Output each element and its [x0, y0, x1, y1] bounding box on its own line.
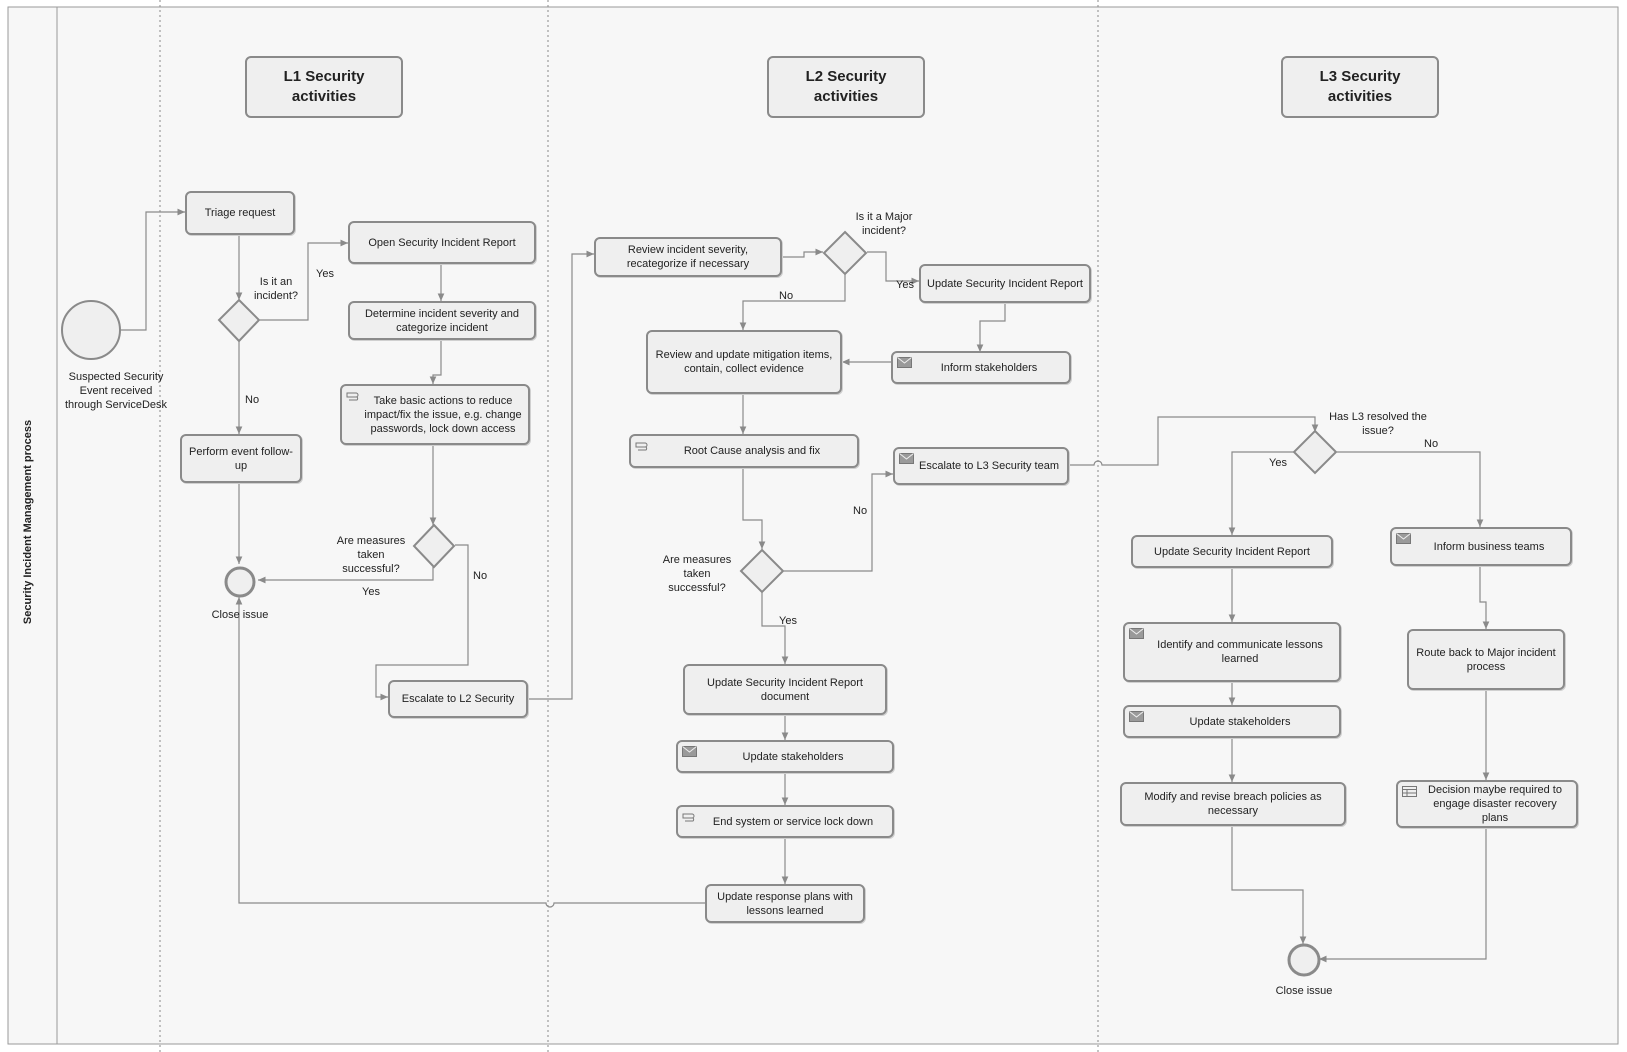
flow-label-yes-incident: Yes: [316, 268, 334, 280]
pool-title: Security Incident Management process: [22, 419, 34, 625]
task-review-update-mitigation[interactable]: Review and update mitigation items, cont…: [646, 330, 842, 394]
task-update-stakeholders-l3-label: Update stakeholders: [1189, 715, 1291, 728]
flow-label-no-measures-l1: No: [473, 570, 488, 582]
flow-no-to-inform-business: [1337, 451, 1484, 527]
task-take-basic-actions-label: Take basic actions to reduce impact/fix …: [364, 394, 522, 435]
flow-label-no-incident: No: [245, 394, 260, 406]
end-event-l3[interactable]: [1287, 943, 1321, 977]
task-root-cause-analysis[interactable]: Root Cause analysis and fix: [629, 434, 859, 468]
task-end-system-lock-down-label: End system or service lock down: [712, 815, 874, 828]
flow-label-no-l3: No: [1424, 438, 1439, 450]
task-end-system-lock-down[interactable]: End system or service lock down: [676, 805, 894, 838]
task-inform-business-teams-label: Inform business teams: [1433, 540, 1545, 553]
task-escalate-to-l3-security[interactable]: Escalate to L3 Security team: [893, 447, 1069, 485]
flow-determine-to-actions: [429, 340, 442, 384]
flow-modify-to-close: [1231, 826, 1307, 944]
task-root-cause-analysis-label: Root Cause analysis and fix: [683, 445, 821, 457]
flow-label-yes-major: Yes: [896, 279, 914, 291]
gateway-is-incident-label: Is it an incident?: [253, 276, 299, 302]
flow-yes-to-update-doc: [761, 592, 789, 664]
lane-header-l1: L1 Security activities: [245, 56, 403, 118]
task-decision-disaster-recovery[interactable]: Decision maybe required to engage disast…: [1396, 780, 1578, 828]
task-update-security-incident-report-l3[interactable]: Update Security Incident Report: [1131, 535, 1333, 568]
task-determine-incident-severity[interactable]: Determine incident severity and categori…: [348, 301, 536, 340]
flow-label-yes-measures-l2: Yes: [779, 615, 797, 627]
gateway-measures-l2[interactable]: [739, 548, 785, 594]
task-identify-lessons-learned-label: Identify and communicate lessons learned: [1157, 639, 1323, 665]
task-inform-stakeholders-label: Inform stakeholders: [940, 361, 1038, 374]
task-modify-breach-policies[interactable]: Modify and revise breach policies as nec…: [1120, 782, 1346, 826]
gateway-measures-l2-label: Are measures taken successful?: [662, 554, 732, 594]
task-inform-business-teams[interactable]: Inform business teams: [1390, 527, 1572, 566]
task-update-stakeholders-l2-label: Update stakeholders: [742, 750, 844, 763]
flow-update-to-inform: [976, 303, 1006, 352]
task-open-security-incident-report[interactable]: Open Security Incident Report: [348, 221, 536, 264]
flow-decision-to-close: [1319, 828, 1487, 963]
flow-root-cause-to-gateway: [742, 467, 766, 549]
task-identify-lessons-learned[interactable]: Identify and communicate lessons learned: [1123, 622, 1341, 682]
end-event-l1[interactable]: [224, 566, 256, 598]
flow-review-to-major-gateway: [780, 248, 823, 258]
flow-label-no-measures-l2: No: [853, 505, 868, 517]
envelope-icon: [682, 746, 697, 757]
flow-no-to-review-mitigation: [739, 274, 846, 330]
flow-no-to-escalate-l3: [784, 470, 893, 572]
envelope-icon: [1129, 628, 1144, 639]
task-update-stakeholders-l2[interactable]: Update stakeholders: [676, 740, 894, 773]
task-route-back-major-incident[interactable]: Route back to Major incident process: [1407, 629, 1565, 690]
gateway-is-major[interactable]: [822, 230, 868, 276]
envelope-icon: [1396, 533, 1411, 544]
table-icon: [1402, 786, 1417, 797]
task-triage-request[interactable]: Triage request: [185, 191, 295, 235]
flow-no-to-escalate-l2: [375, 544, 469, 701]
flow-label-yes-measures-l1: Yes: [362, 586, 380, 598]
task-update-security-incident-report-l2[interactable]: Update Security Incident Report: [919, 264, 1091, 303]
manual-task-icon: [635, 442, 648, 451]
flow-yes-to-close: [258, 567, 434, 584]
flow-yes-to-update-report-l3: [1228, 451, 1315, 535]
task-update-stakeholders-l3[interactable]: Update stakeholders: [1123, 705, 1341, 738]
flow-label-no-major: No: [779, 290, 794, 302]
end-event-l1-label: Close issue: [211, 609, 269, 621]
flow-escalate-l3-to-gateway: [1068, 416, 1319, 466]
task-decision-disaster-recovery-label: Decision maybe required to engage disast…: [1428, 784, 1562, 824]
envelope-icon: [1129, 711, 1144, 722]
flow-update-plans-to-close: [235, 597, 705, 908]
gateway-l3-resolved-label: Has L3 resolved the issue?: [1329, 411, 1427, 437]
flow-start-to-triage: [120, 208, 185, 331]
pool-border: [7, 6, 1619, 1045]
envelope-icon: [899, 453, 914, 464]
start-event[interactable]: [61, 300, 121, 360]
flow-escalate-to-review: [527, 250, 594, 700]
gateway-is-incident[interactable]: [217, 298, 261, 343]
gateway-l3-resolved[interactable]: [1292, 429, 1338, 475]
flow-label-yes-l3: Yes: [1269, 457, 1287, 469]
flow-inform-to-route-back: [1479, 566, 1490, 629]
lane-header-l3: L3 Security activities: [1281, 56, 1439, 118]
lane-header-l2: L2 Security activities: [767, 56, 925, 118]
flow-yes-to-update-report: [867, 251, 919, 285]
gateway-measures-l1-label: Are measures taken successful?: [336, 535, 406, 575]
task-inform-stakeholders[interactable]: Inform stakeholders: [891, 351, 1071, 384]
task-escalate-to-l3-security-label: Escalate to L3 Security team: [918, 460, 1059, 472]
task-update-report-document[interactable]: Update Security Incident Report document: [683, 664, 887, 715]
task-review-incident-severity[interactable]: Review incident severity, recategorize i…: [594, 237, 782, 277]
start-event-label: Suspected Security Event received throug…: [64, 371, 168, 411]
task-take-basic-actions[interactable]: Take basic actions to reduce impact/fix …: [340, 384, 530, 445]
gateway-measures-l1[interactable]: [412, 523, 456, 569]
flow-yes-to-open-report: [260, 239, 348, 321]
task-update-response-plans[interactable]: Update response plans with lessons learn…: [705, 884, 865, 923]
task-perform-event-follow-up[interactable]: Perform event follow-up: [180, 434, 302, 483]
manual-task-icon: [346, 392, 359, 401]
task-escalate-to-l2-security[interactable]: Escalate to L2 Security: [388, 680, 528, 718]
manual-task-icon: [682, 813, 695, 822]
gateway-is-major-label: Is it a Major incident?: [855, 211, 913, 237]
envelope-icon: [897, 357, 912, 368]
end-event-l3-label: Close issue: [1275, 985, 1333, 997]
